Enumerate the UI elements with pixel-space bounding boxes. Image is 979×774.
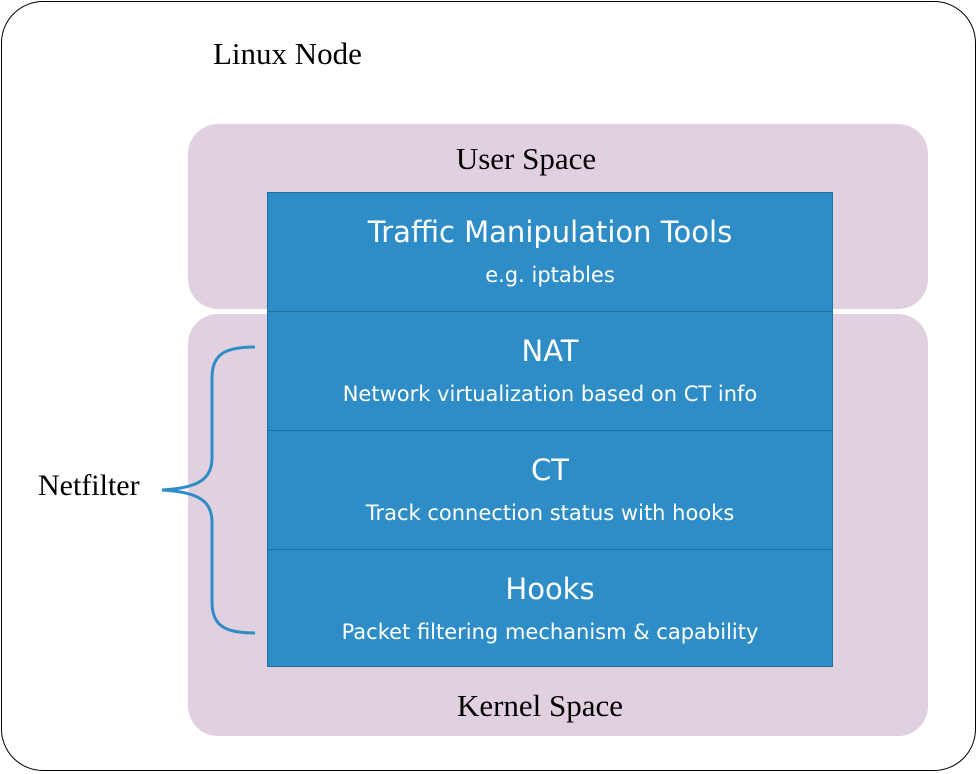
netfilter-brace-icon xyxy=(161,345,256,635)
nat-description: Network virtualization based on CT info xyxy=(342,382,758,406)
nat-title: NAT xyxy=(521,334,579,368)
hooks-title: Hooks xyxy=(505,572,595,606)
kernel-space-label: Kernel Space xyxy=(456,688,624,723)
netfilter-label: Netfilter xyxy=(38,469,140,502)
tools-title: Traffic Manipulation Tools xyxy=(367,215,733,249)
hooks-block: Hooks Packet filtering mechanism & capab… xyxy=(267,549,833,667)
ct-description: Track connection status with hooks xyxy=(365,501,735,525)
ct-title: CT xyxy=(531,453,569,487)
tools-description: e.g. iptables xyxy=(485,263,615,287)
ct-block: CT Track connection status with hooks xyxy=(267,430,833,550)
linux-node-title: Linux Node xyxy=(213,36,362,71)
nat-block: NAT Network virtualization based on CT i… xyxy=(267,311,833,431)
traffic-manipulation-tools-block: Traffic Manipulation Tools e.g. iptables xyxy=(267,192,833,312)
user-space-label: User Space xyxy=(455,141,597,176)
hooks-description: Packet filtering mechanism & capability xyxy=(341,620,759,644)
